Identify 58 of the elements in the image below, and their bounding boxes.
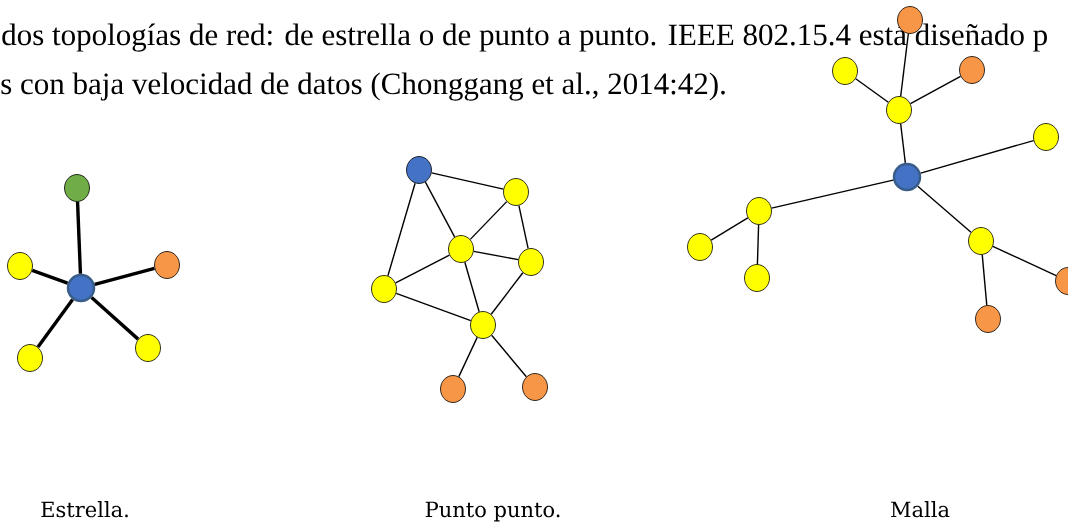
network-node [518, 248, 544, 276]
network-node [886, 96, 912, 124]
caption: Punto punto. [425, 501, 560, 522]
network-node [440, 375, 466, 403]
network-node [522, 373, 548, 401]
link-line [387, 182, 416, 277]
link-line [469, 200, 508, 241]
network-node [744, 264, 770, 292]
network-node [687, 233, 713, 261]
network-node [1033, 123, 1059, 151]
link-line [490, 272, 524, 315]
network-node [66, 273, 96, 303]
link-line [981, 254, 988, 306]
link-line [899, 123, 907, 164]
link-line [36, 298, 74, 349]
network-node [154, 251, 180, 279]
link-line [31, 268, 69, 285]
link-line [90, 296, 140, 341]
network-node [470, 311, 496, 339]
network-node [503, 178, 529, 206]
link-line [473, 250, 519, 261]
link-line [430, 172, 505, 190]
network-node [17, 344, 43, 372]
network-node [7, 252, 33, 280]
link-line [900, 33, 910, 97]
link-line [920, 139, 1035, 174]
network-node [746, 197, 772, 225]
network-node [371, 275, 397, 303]
network-node [135, 334, 161, 362]
link-line [992, 245, 1057, 277]
network-node [64, 174, 90, 202]
caption: Malla [891, 501, 950, 518]
link-line [94, 266, 155, 286]
link-line [710, 217, 749, 241]
network-node [448, 235, 474, 263]
body-text: s con baja velocidad de datos (Chonggang et al., 2014:42). [1, 72, 725, 101]
network-node [406, 156, 432, 184]
link-line [75, 201, 83, 274]
network-node [832, 57, 858, 85]
network-node [959, 56, 985, 84]
link-line [756, 224, 760, 265]
link-line [917, 185, 972, 233]
link-line [458, 336, 478, 378]
link-line [770, 179, 894, 209]
link-line [909, 75, 962, 105]
network-node [975, 305, 1001, 333]
link-line [855, 78, 889, 103]
network-node [968, 227, 994, 255]
link-line [424, 181, 456, 238]
link-line [395, 292, 472, 322]
body-text: dos topologías de red: de estrella o de punto a punto. IEEE 802.15.4 está diseñado p [2, 23, 1047, 52]
network-node [1055, 267, 1068, 295]
link-line [518, 204, 529, 250]
link-line [394, 254, 451, 284]
network-node [892, 162, 922, 192]
link-line [464, 261, 480, 313]
caption: Estrella. [41, 501, 128, 518]
link-line [490, 334, 528, 378]
